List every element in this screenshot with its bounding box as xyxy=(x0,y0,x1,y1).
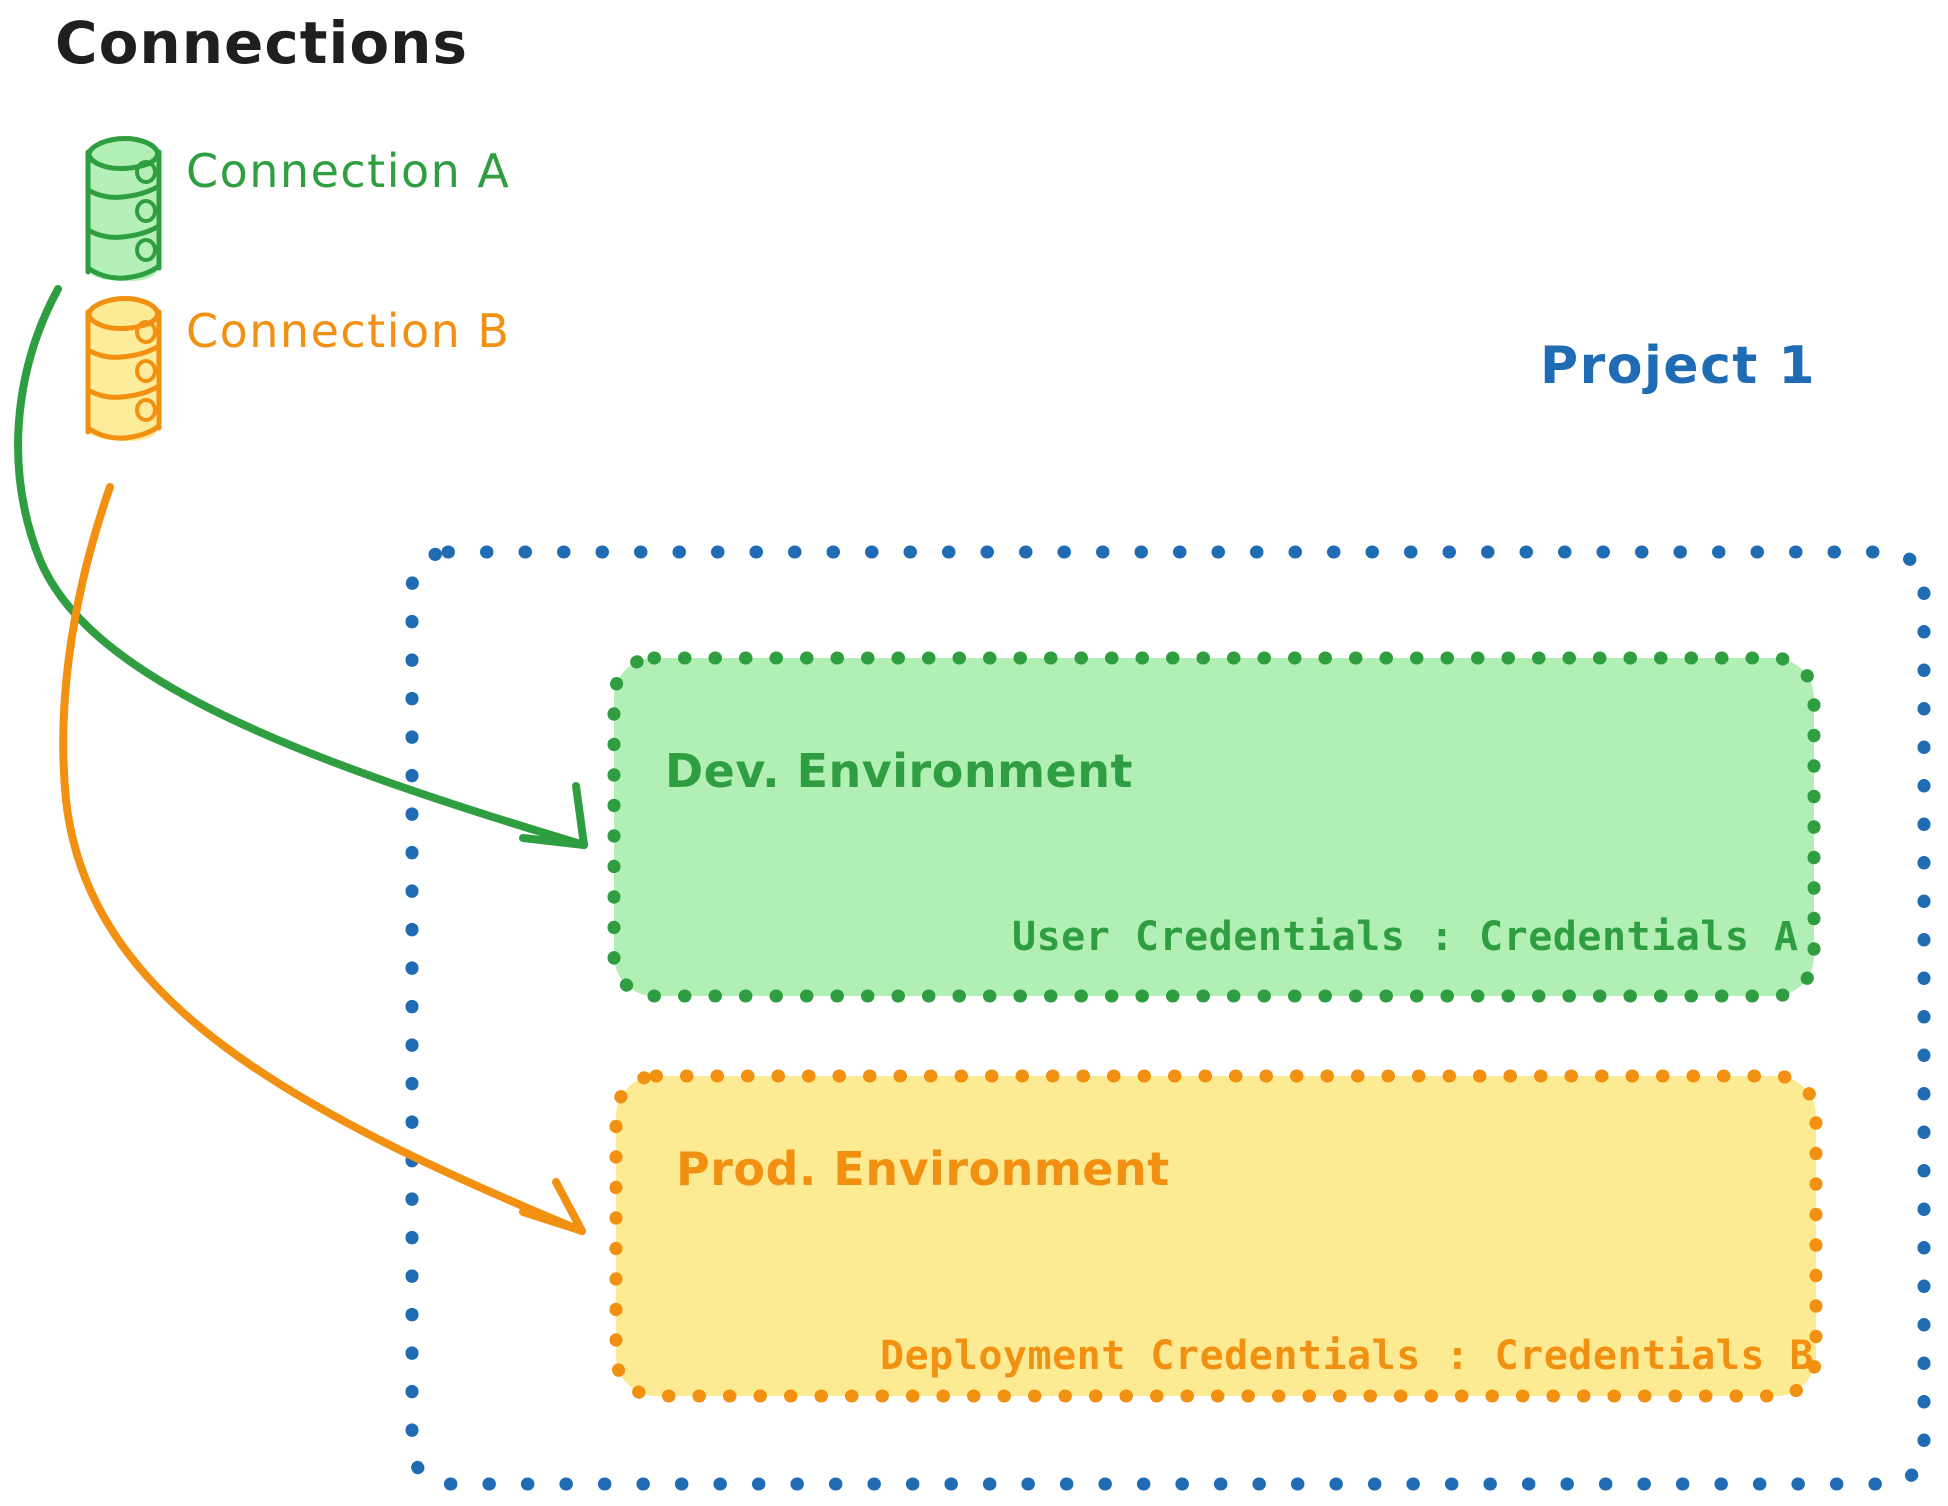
prod-environment-credentials: Deployment Credentials : Credentials B xyxy=(880,1333,1815,1379)
db-b-divider-1 xyxy=(85,343,162,360)
db-a-fill xyxy=(88,153,158,282)
db-b-led-1 xyxy=(135,320,157,344)
dev-environment-title: Dev. Environment xyxy=(665,744,1133,798)
project-boundary-box xyxy=(405,545,1931,1491)
db-a-divider-2 xyxy=(85,223,162,240)
arrow-b-curve xyxy=(59,483,586,1235)
project-label: Project 1 xyxy=(1540,336,1817,396)
page-title: Connections xyxy=(55,9,468,77)
arrow-b-head-upper xyxy=(552,1178,586,1235)
dev-environment-box[interactable] xyxy=(607,651,1821,1003)
db-b-led-3 xyxy=(135,398,157,422)
connection-a-label[interactable]: Connection A xyxy=(186,144,511,198)
project-boundary-outline xyxy=(405,545,1931,1491)
db-a-led-2 xyxy=(135,199,157,223)
arrow-b-head-lower xyxy=(519,1208,586,1235)
db-b-led-2 xyxy=(135,359,157,383)
arrow-a-head-lower xyxy=(519,834,588,849)
arrow-a-curve xyxy=(14,285,588,849)
database-cylinder-icon-b[interactable] xyxy=(85,296,162,442)
db-a-top-fill xyxy=(87,139,159,165)
arrow-connection-a-to-dev xyxy=(14,285,588,849)
db-b-fill xyxy=(88,313,158,442)
prod-environment-box[interactable] xyxy=(609,1069,1823,1403)
db-b-bottom xyxy=(85,423,162,441)
prod-environment-outline xyxy=(609,1069,1823,1403)
dev-environment-fill xyxy=(614,658,1814,996)
prod-environment-title: Prod. Environment xyxy=(676,1142,1170,1196)
dev-environment-credentials: User Credentials : Credentials A xyxy=(1012,914,1799,960)
db-a-divider-1 xyxy=(85,183,162,200)
db-a-led-3 xyxy=(135,238,157,262)
arrow-a-head-upper xyxy=(572,782,588,849)
db-a-bottom xyxy=(85,263,162,281)
dev-environment-outline xyxy=(607,651,1821,1003)
db-b-top-fill xyxy=(87,299,159,325)
db-b-divider-2 xyxy=(85,383,162,400)
arrow-connection-b-to-prod xyxy=(59,483,586,1235)
database-cylinder-icon-a[interactable] xyxy=(85,136,162,282)
db-a-led-1 xyxy=(135,160,157,184)
connection-b-label[interactable]: Connection B xyxy=(186,304,511,358)
prod-environment-fill xyxy=(616,1076,1816,1396)
